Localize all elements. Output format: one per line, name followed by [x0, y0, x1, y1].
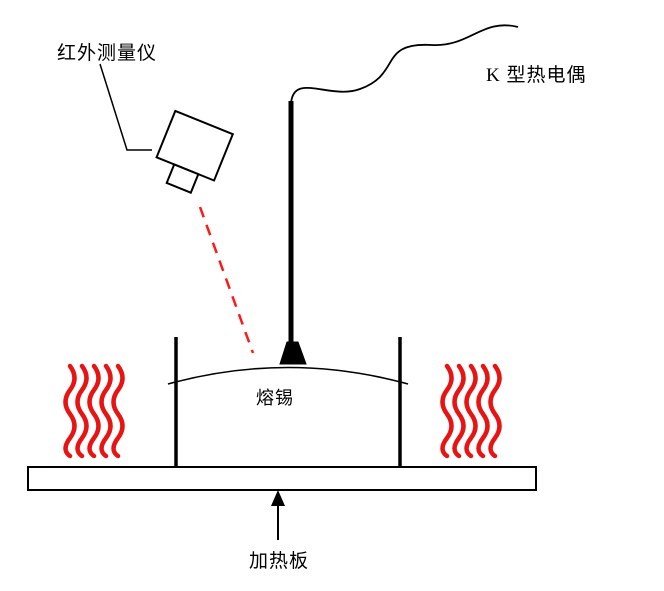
heat-wave-icon	[75, 363, 89, 459]
infrared-camera	[155, 109, 235, 194]
thermocouple-label: K 型热电偶	[486, 65, 587, 86]
solder-dome	[167, 366, 409, 385]
heat-wave-icon	[87, 363, 101, 459]
solder-label: 熔锡	[256, 388, 294, 408]
heat-wave-icon	[63, 363, 77, 459]
hot-plate	[27, 466, 537, 491]
hotplate-label: 加热板	[249, 551, 310, 572]
infrared-camera-body	[155, 109, 235, 182]
heat-wave-icon	[476, 363, 490, 459]
thermocouple-tip-icon	[279, 341, 307, 365]
heat-wave-icon	[111, 363, 125, 459]
heat-wave-icon	[440, 363, 454, 459]
hotplate-arrow-icon	[271, 490, 285, 540]
heat-waves-left	[63, 363, 125, 459]
heat-wave-icon	[99, 363, 113, 459]
thermocouple-wire	[290, 24, 519, 104]
infrared-label: 红外测量仪	[57, 43, 158, 64]
infrared-camera-lens	[165, 163, 200, 194]
heat-wave-icon	[488, 363, 502, 459]
heat-wave-icon	[452, 363, 466, 459]
heat-waves-right	[440, 363, 502, 459]
infrared-leader-line	[99, 63, 152, 151]
laser-dashed-line	[198, 206, 255, 354]
hotplate-arrow-head	[271, 490, 285, 506]
heat-wave-icon	[464, 363, 478, 459]
